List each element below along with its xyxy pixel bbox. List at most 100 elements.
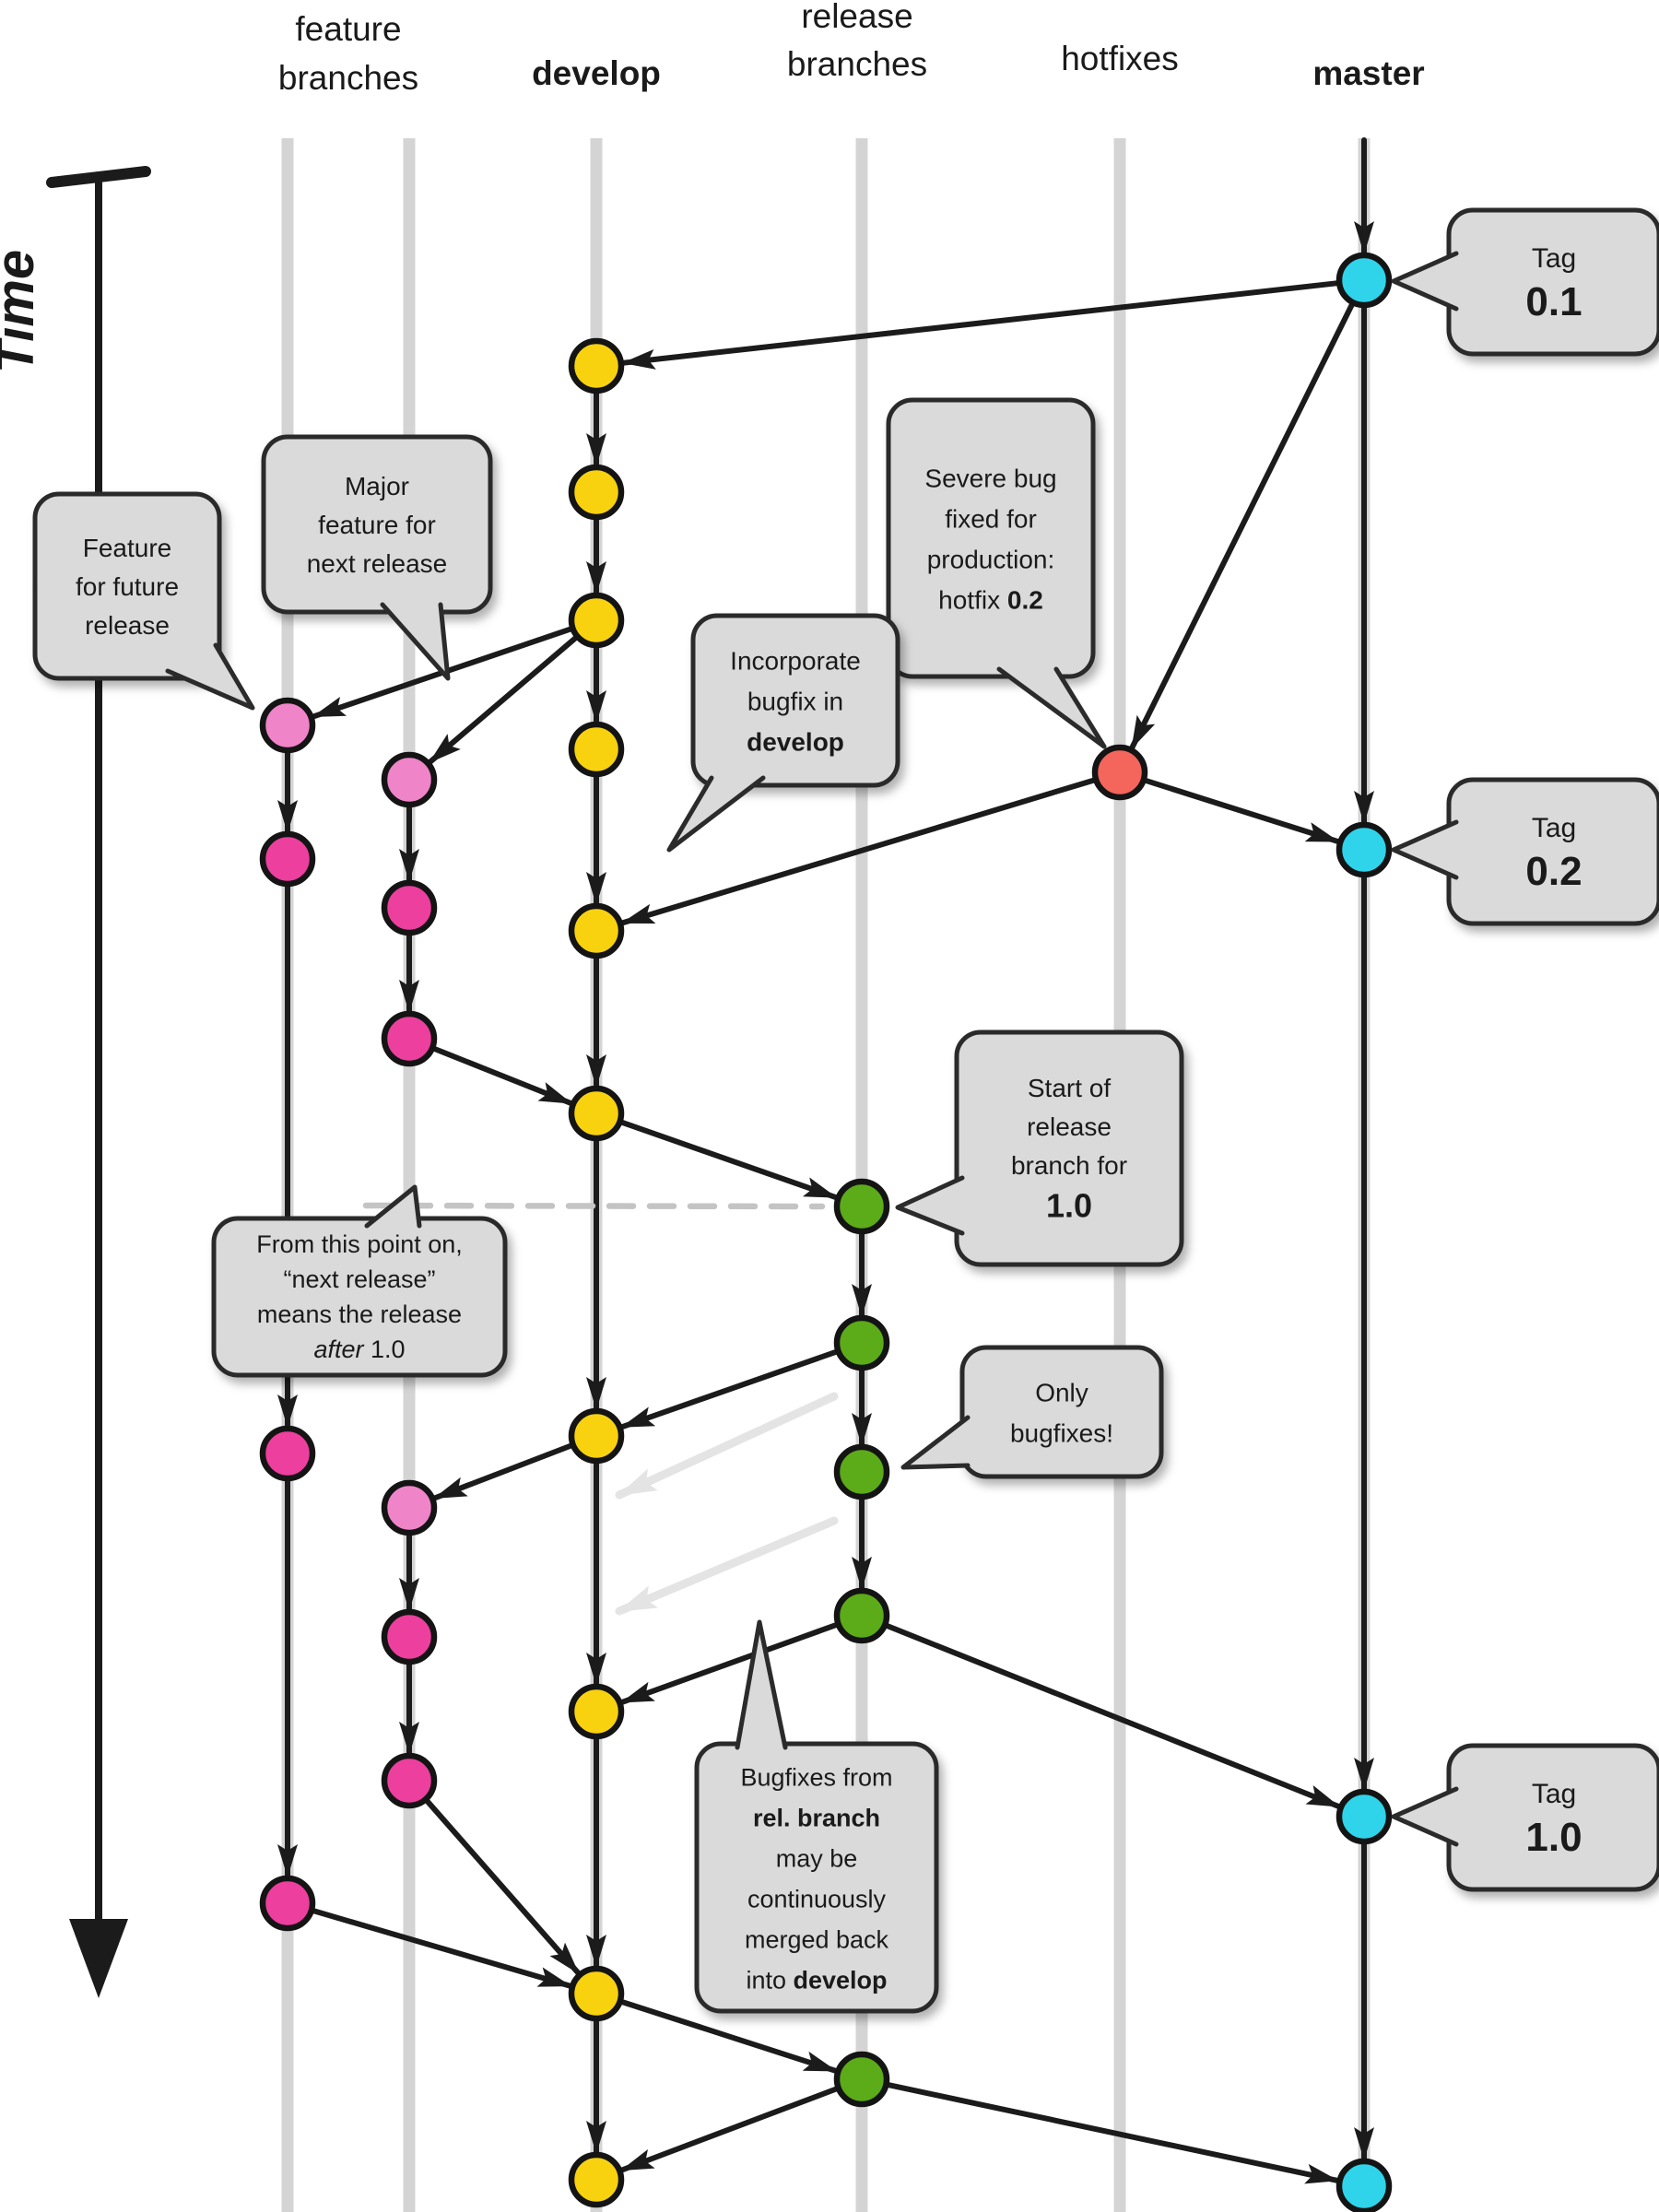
callout-text-line: after 1.0: [313, 1335, 405, 1363]
callout-tail-outline: [165, 642, 255, 711]
commit-node-r5: [833, 2051, 890, 2108]
commit-node-f1a: [259, 697, 316, 754]
commit-node-f2d: [381, 1479, 438, 1536]
callout-tail-outline: [1391, 819, 1459, 880]
callout-text-line: From this point on,: [256, 1230, 463, 1258]
callout-tail: [1394, 253, 1456, 309]
commit-node-r3: [833, 1443, 890, 1500]
commit-node-d3: [568, 592, 625, 649]
commit-node-f2c: [381, 1010, 438, 1067]
commit-node-d6: [568, 1085, 625, 1142]
edge-m1-d1: [620, 280, 1340, 370]
callout-bubble: [211, 1216, 508, 1378]
column-header-master: master: [1312, 54, 1424, 92]
callout-text-line: Tag: [1532, 813, 1576, 843]
time-axis-arrowhead-icon: [69, 1919, 128, 1998]
edge-r2-d7: [619, 1348, 839, 1430]
callout-tail-outline: [380, 602, 451, 681]
callout-bubble: [959, 1345, 1164, 1479]
callout-text-line: release: [85, 611, 170, 640]
commit-node-f2b: [381, 879, 438, 936]
column-header-feature-branches: branches: [278, 59, 418, 97]
callout-text-line: next release: [307, 549, 448, 578]
edge-m1-h1: [1129, 301, 1355, 751]
commit-node-f1d: [259, 1875, 316, 1932]
callout-bubble: [886, 397, 1096, 679]
commit-node-r1: [833, 1178, 890, 1235]
column-header-develop: develop: [532, 54, 661, 92]
commit-node-m3: [1335, 1788, 1393, 1845]
callout-text-line: into develop: [746, 1967, 887, 1994]
callout-tail-outline: [364, 1184, 422, 1229]
commit-node-d10: [568, 2151, 625, 2208]
commit-node-f1c: [259, 1425, 316, 1482]
callout-tail-outline: [666, 775, 766, 853]
callout-tail: [737, 1622, 785, 1747]
commit-node-d8: [568, 1683, 625, 1740]
callout-text-line: develop: [747, 728, 844, 757]
commit-node-f1b: [259, 830, 316, 888]
column-header-hotfixes: hotfixes: [1061, 40, 1179, 77]
callout-text-line: feature for: [318, 511, 436, 539]
column-header-feature-branches: feature: [295, 10, 401, 48]
callout-text-line: Feature: [83, 534, 172, 562]
edge-r5-d10: [619, 2086, 839, 2173]
commit-node-r2: [833, 1314, 890, 1371]
edge-r4-d8: [619, 1622, 839, 1705]
commit-node-d9: [568, 1965, 625, 2022]
callout-text-line: 1.0: [1046, 1187, 1092, 1225]
edge-r4-m3: [884, 1623, 1342, 1809]
edge-d3-f2a: [427, 635, 579, 765]
callout-tail-outline: [996, 666, 1107, 749]
callout-tag-0-2: Tag 0.2: [1391, 777, 1659, 926]
callout-text-line: Start of: [1028, 1074, 1111, 1102]
callout-bubble: [690, 613, 900, 788]
callout-bubble: [261, 434, 493, 615]
callout-text-line: Bugfixes from: [740, 1764, 892, 1792]
callout-text-line: Tag: [1532, 243, 1576, 274]
callout-text-line: may be: [776, 1845, 858, 1873]
commit-node-d5: [568, 902, 625, 959]
callout-tail-outline: [895, 1175, 965, 1236]
callout-tail-outline: [735, 1619, 788, 1750]
callout-text-line: release: [1027, 1112, 1112, 1141]
commit-node-d2: [568, 464, 625, 521]
callout-tail: [898, 1178, 962, 1233]
commit-node-f2f: [381, 1752, 438, 1809]
edge-h1-d5: [619, 777, 1097, 926]
edge-pt-pt: [615, 1392, 839, 1500]
callout-tail-outline: [1391, 1786, 1459, 1847]
callout-tail: [1394, 1789, 1456, 1844]
callout-text-line: 1.0: [1525, 1815, 1582, 1860]
commit-node-d7: [568, 1407, 625, 1465]
callout-bubble: [954, 1030, 1184, 1267]
callout-text-line: 0.2: [1525, 849, 1582, 894]
edge-f2f-d9: [424, 1798, 582, 1976]
column-header-release-branches: branches: [787, 45, 927, 83]
callout-bubble: [32, 491, 222, 681]
commit-node-h1: [1091, 744, 1148, 801]
commit-node-d1: [568, 337, 625, 394]
callout-text-line: Severe bug: [924, 465, 1056, 493]
callout-text-line: production:: [927, 546, 1055, 574]
edge-f1d-d9: [311, 1908, 573, 1989]
callout-text-line: 0.1: [1525, 279, 1582, 324]
time-label: Time: [0, 250, 45, 373]
callout-tag-0-1: Tag 0.1: [1391, 207, 1659, 357]
callout-tail-outline: [1391, 251, 1459, 312]
column-header-release-branches: release: [801, 0, 912, 35]
edge-r5-m4: [886, 2082, 1340, 2184]
callout-text-line: hotfix 0.2: [938, 586, 1043, 615]
edge-d6-r1: [619, 1119, 839, 1201]
callout-text-line: merged back: [745, 1926, 889, 1954]
commit-node-m4: [1335, 2158, 1393, 2212]
